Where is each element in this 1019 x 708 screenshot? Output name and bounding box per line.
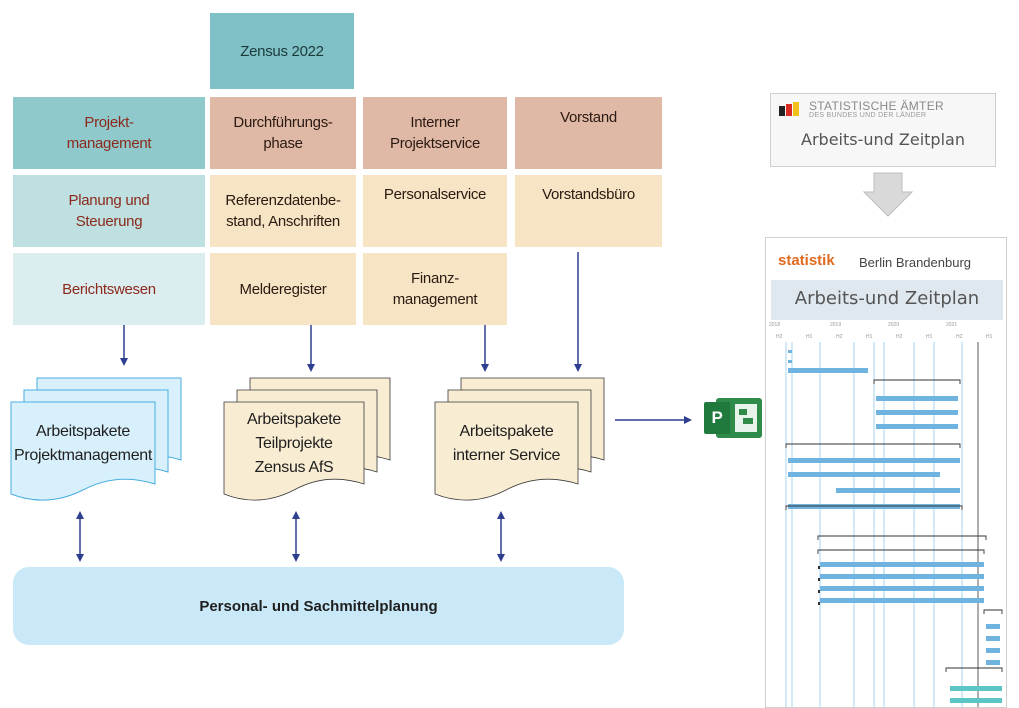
interner-projektservice-label: Interner Projektservice	[390, 114, 480, 152]
doc-stack-teilprojekte	[223, 377, 391, 501]
box-personalservice: Personalservice	[363, 175, 507, 247]
half-tick: H2	[836, 334, 843, 340]
header-projektmanagement-label: Projekt- management	[66, 114, 152, 152]
logo-subtext: DES BUNDES UND DER LÄNDER	[809, 112, 927, 119]
box-planung-steuerung: Planung und Steuerung	[13, 175, 205, 247]
app-icon-letter: P	[711, 408, 723, 427]
durchfuehrungsphase-label: Durchführungs- phase	[233, 114, 333, 152]
box-vorstandsbuero: Vorstandsbüro	[515, 175, 662, 247]
header-interner-projektservice: Interner Projektservice	[363, 97, 507, 169]
year-tick: 2020	[888, 322, 900, 328]
half-tick: H2	[896, 334, 903, 340]
timeline-years: 2018 2019 2020 2021	[766, 322, 1006, 330]
half-tick: H1	[806, 334, 813, 340]
doc-label-interner-service: Arbeitspakete interner Service	[452, 423, 561, 464]
bottom-bar-label: Personal- und Sachmittelplanung	[199, 597, 438, 615]
half-tick: H1	[986, 334, 993, 340]
vorstandsbuero-label: Vorstandsbüro	[542, 186, 635, 203]
header-plan-title: Arbeits-und Zeitplan	[801, 130, 965, 149]
berichtswesen-label: Berichtswesen	[62, 280, 156, 298]
gantt-graphic	[785, 342, 1003, 707]
half-tick: H1	[926, 334, 933, 340]
personal-sachmittelplanung-bar: Personal- und Sachmittelplanung	[13, 567, 624, 645]
half-tick: H2	[776, 334, 783, 340]
year-tick: 2021	[946, 322, 958, 328]
brand-statistik: statistik	[778, 252, 835, 269]
brand-berlin-brandenburg: Berlin Brandenburg	[859, 255, 972, 270]
project-app-icon	[704, 398, 762, 438]
vorstand-label: Vorstand	[560, 109, 617, 126]
doc-stack-interner-service	[434, 377, 605, 501]
plan-title-bar: Arbeits-und Zeitplan	[771, 280, 1003, 320]
box-finanzmanagement: Finanz- management	[363, 253, 507, 325]
statistische-aemter-logo	[779, 102, 805, 116]
year-tick: 2019	[830, 322, 842, 328]
zensus-box: Zensus 2022	[210, 13, 354, 89]
melderegister-label: Melderegister	[239, 280, 327, 298]
doc-label-projektmanagement: Arbeitspakete Projektmanagement	[13, 423, 153, 464]
statistische-aemter-header: STATISTISCHE ÄMTER DES BUNDES UND DER LÄ…	[770, 93, 996, 167]
box-referenzdatenbestand: Referenzdatenbe- stand, Anschriften	[210, 175, 356, 247]
referenzdatenbestand-label: Referenzdatenbe- stand, Anschriften	[225, 192, 341, 230]
header-projektmanagement: Projekt- management	[13, 97, 205, 169]
plan-title: Arbeits-und Zeitplan	[794, 288, 980, 309]
gantt-plan-panel: statistik Berlin Brandenburg Arbeits-und…	[765, 237, 1007, 708]
planung-steuerung-label: Planung und Steuerung	[68, 192, 150, 230]
finanzmanagement-label: Finanz- management	[392, 270, 478, 308]
half-tick: H1	[866, 334, 873, 340]
header-durchfuehrungsphase: Durchführungs- phase	[210, 97, 356, 169]
year-tick: 2018	[769, 322, 781, 328]
header-vorstand: Vorstand	[515, 97, 662, 169]
big-down-arrow	[862, 172, 914, 217]
box-melderegister: Melderegister	[210, 253, 356, 325]
timeline-halves: H2 H1 H2 H1 H2 H1 H2 H1	[766, 334, 1006, 342]
logo-text: STATISTISCHE ÄMTER	[809, 99, 944, 113]
doc-stack-projektmanagement	[10, 377, 182, 501]
personalservice-label: Personalservice	[383, 186, 487, 203]
half-tick: H2	[956, 334, 963, 340]
box-berichtswesen: Berichtswesen	[13, 253, 205, 325]
zensus-label: Zensus 2022	[240, 42, 324, 60]
doc-label-teilprojekte: Arbeitspakete Teilprojekte Zensus AfS	[247, 411, 341, 476]
